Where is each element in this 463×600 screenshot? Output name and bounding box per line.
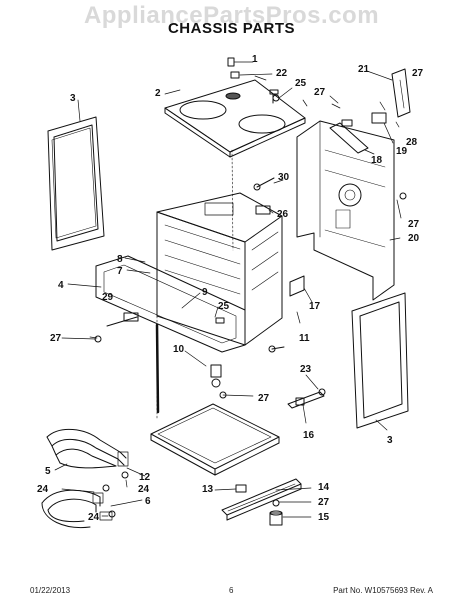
rear-bracket [391, 68, 411, 118]
cooktop-panel [164, 79, 306, 158]
misc-leaders [254, 75, 339, 324]
callout-19: 19 [396, 146, 408, 157]
callout-29: 29 [102, 292, 114, 303]
callout-27-left: 27 [50, 333, 62, 344]
sensor-assembly [287, 388, 326, 409]
callout-20: 20 [408, 233, 420, 244]
callout-25-center: 25 [218, 301, 230, 312]
front-frame [95, 255, 246, 353]
watermark: AppliancePartsPros.com [83, 2, 380, 29]
callout-5: 5 [45, 466, 51, 477]
left-side-panel [47, 116, 105, 251]
bottom-bracket [214, 478, 312, 526]
callout-17: 17 [309, 301, 321, 312]
callout-13: 13 [202, 484, 214, 495]
callout-12: 12 [139, 472, 151, 483]
callout-24-left: 24 [37, 484, 49, 495]
bottom-tray [150, 403, 280, 476]
callout-11: 11 [299, 333, 310, 344]
callout-1: 1 [252, 54, 258, 65]
right-side-panel [351, 292, 409, 429]
callout-27-right: 27 [408, 219, 420, 230]
callout-27-top: 27 [314, 87, 326, 98]
callout-18: 18 [371, 155, 383, 166]
fasteners-and-clips [89, 177, 407, 421]
callout-2: 2 [155, 88, 161, 99]
oven-cavity [156, 192, 283, 346]
callout-15: 15 [318, 512, 330, 523]
callout-25-top: 25 [295, 78, 307, 89]
top-fasteners [164, 57, 293, 251]
callout-27-middle: 27 [258, 393, 270, 404]
rear-panel [296, 120, 395, 301]
terminal-block [329, 101, 387, 154]
callout-4: 4 [58, 280, 64, 291]
footer-part-number: Part No. W10575693 Rev. A [333, 586, 433, 595]
callout-30: 30 [278, 172, 290, 183]
leader-lines [61, 70, 402, 431]
callout-27-bottom: 27 [318, 497, 330, 508]
callout-8: 8 [117, 254, 123, 265]
callout-9: 9 [202, 287, 208, 298]
callout-26: 26 [277, 209, 289, 220]
callout-labels: 1 2 3 3 4 5 6 7 8 9 10 11 12 13 14 15 16… [37, 54, 424, 523]
callout-7: 7 [117, 266, 123, 277]
callout-24-middle: 24 [138, 484, 150, 495]
bake-element [46, 429, 129, 469]
footer-page-number: 6 [229, 586, 234, 595]
callout-3-left: 3 [70, 93, 76, 104]
broil-element [41, 489, 113, 529]
callout-22: 22 [276, 68, 288, 79]
callout-14: 14 [318, 482, 330, 493]
element-screws [54, 463, 146, 518]
callout-6: 6 [145, 496, 151, 507]
footer-date: 01/22/2013 [30, 586, 71, 595]
callout-16: 16 [303, 430, 315, 441]
callout-23: 23 [300, 364, 312, 375]
callout-3-right: 3 [387, 435, 393, 446]
page-title: CHASSIS PARTS [167, 20, 296, 37]
callout-27-topright: 27 [412, 68, 424, 79]
callout-28: 28 [406, 137, 418, 148]
callout-24-lower: 24 [88, 512, 100, 523]
callout-10: 10 [173, 344, 185, 355]
callout-21: 21 [358, 64, 370, 75]
